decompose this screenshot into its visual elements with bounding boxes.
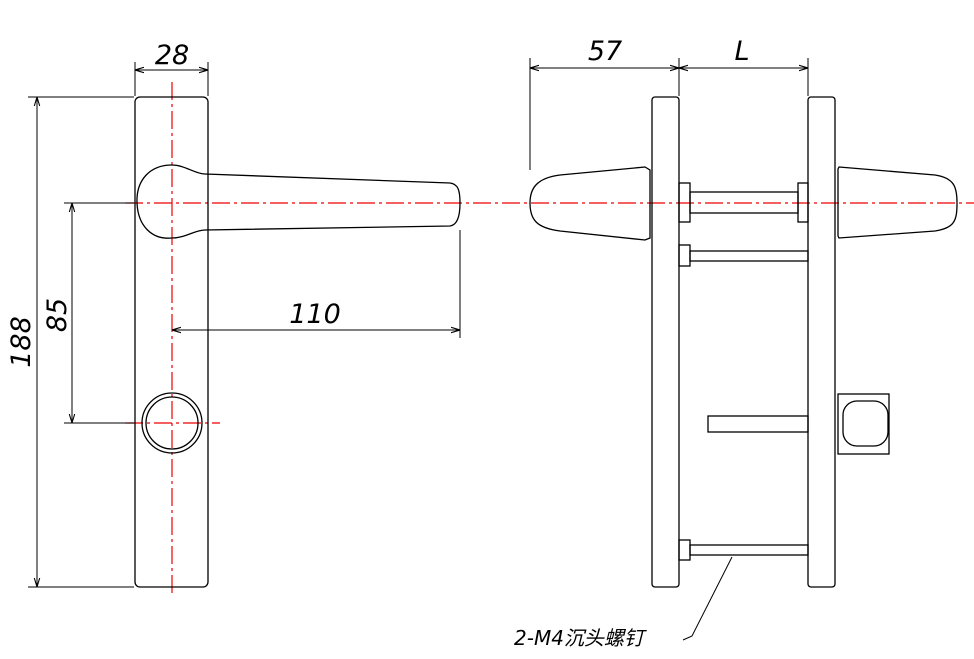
keyhole-cylinder — [145, 396, 199, 450]
lever-handle — [136, 164, 461, 239]
spindle-block-right — [797, 182, 809, 223]
screw-head-lower — [678, 539, 691, 561]
screw-leader-line — [682, 556, 733, 641]
outer-backplate — [651, 96, 680, 588]
front-view: 28 188 85 110 — [6, 40, 461, 588]
keyhole-rosette — [141, 392, 203, 454]
thumb-turn-base — [837, 393, 890, 455]
screw-note: 2-M4沉头螺钉 — [514, 626, 647, 650]
screw-lower — [689, 544, 809, 556]
side-view: 57 L 2-M4沉头螺钉 — [514, 36, 958, 650]
outer-handle-knob — [529, 166, 651, 241]
dimension-handle-length-label: 110 — [289, 299, 341, 330]
dimension-width-label: 28 — [155, 40, 189, 71]
screw-head-upper — [678, 244, 691, 267]
thumb-turn — [842, 400, 889, 447]
lock-tailpiece — [707, 415, 809, 433]
inner-backplate — [807, 96, 836, 588]
inner-handle-knob — [837, 166, 958, 239]
backplate — [134, 96, 209, 588]
screw-upper — [689, 250, 809, 262]
dimension-center-distance-label: 85 — [42, 298, 73, 332]
dimension-projection-label: 57 — [588, 36, 622, 67]
dimension-door-thickness-label: L — [734, 36, 749, 67]
dimension-height-label: 188 — [6, 316, 37, 368]
